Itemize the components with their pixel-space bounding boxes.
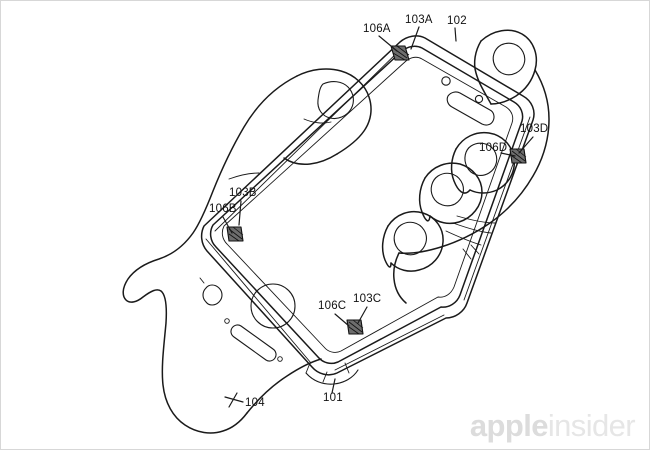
- reference-label-101: 101: [323, 392, 343, 404]
- reference-label-104: 104: [245, 397, 265, 409]
- reference-label-103C: 103C: [353, 293, 381, 305]
- reference-label-103D: 103D: [520, 123, 548, 135]
- leader-line-103B: [238, 200, 242, 226]
- reference-label-103B: 103B: [229, 187, 257, 199]
- watermark-bold: apple: [469, 408, 549, 443]
- leader-line-101: [331, 378, 336, 394]
- phone-device: [199, 35, 535, 385]
- leader-line-102: [454, 27, 457, 42]
- reference-label-102: 102: [447, 15, 467, 27]
- leader-line-106A: [378, 35, 398, 52]
- leader-line-103A: [410, 26, 420, 50]
- reference-label-106D: 106D: [479, 142, 507, 154]
- leader-line-106D: [500, 152, 516, 157]
- hand-outline: [122, 68, 372, 434]
- leader-line-106C: [334, 313, 350, 327]
- reference-label-106C: 106C: [318, 300, 346, 312]
- leader-line-103C: [357, 306, 368, 324]
- earpiece-and-sensors: [441, 76, 495, 126]
- reference-label-layer: 106A 103A 102 103D 106D 103B 106B 106C 103C 101 10…: [209, 14, 548, 409]
- watermark-light: insider: [547, 408, 636, 443]
- bottom-features: [199, 277, 359, 385]
- leader-line-106B: [222, 216, 233, 234]
- watermark: appleinsider: [469, 408, 636, 443]
- reference-label-106B: 106B: [209, 203, 237, 215]
- fingers-group: [381, 29, 550, 304]
- reference-label-106A: 106A: [363, 23, 391, 35]
- leader-line-103D: [518, 136, 534, 154]
- corner-sensor-markers: [226, 45, 527, 335]
- corner-sensor-d: [509, 148, 527, 164]
- corner-sensor-c: [346, 319, 364, 335]
- leader-line-104: [224, 392, 244, 408]
- reference-label-103A: 103A: [405, 14, 433, 26]
